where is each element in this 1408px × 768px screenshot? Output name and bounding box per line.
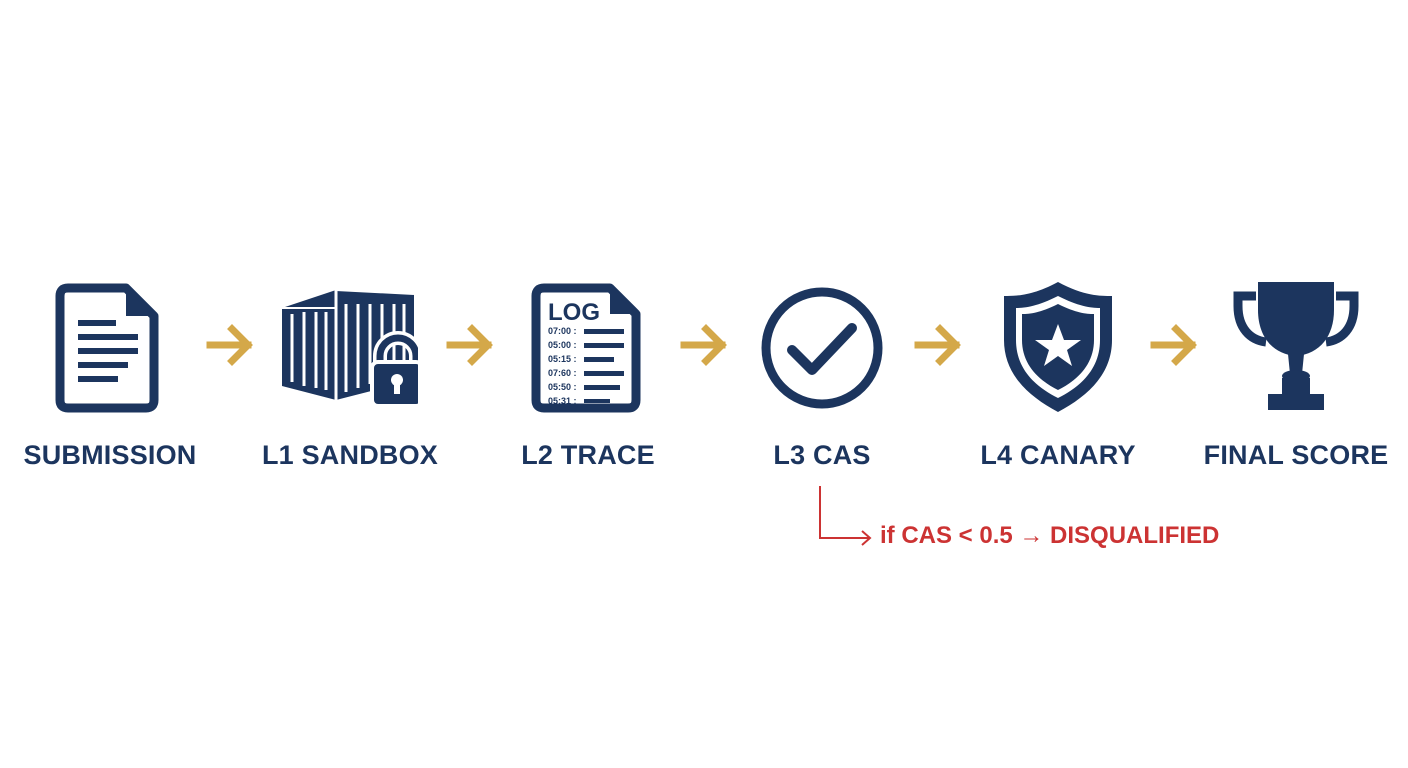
flow-arrow-3 xyxy=(680,322,730,368)
stage-label-final-score: FINAL SCORE xyxy=(1203,440,1389,470)
stage-label-l1-sandbox: L1 SANDBOX xyxy=(261,440,439,470)
log-entry-time: 05:31 : xyxy=(548,396,577,406)
log-entry-time: 05:15 : xyxy=(548,354,577,364)
log-entry-time: 05:50 : xyxy=(548,382,577,392)
log-entry-time: 05:00 : xyxy=(548,340,577,350)
log-entry-time: 07:00 : xyxy=(548,326,577,336)
stage-label-l2-trace: L2 TRACE xyxy=(521,440,655,470)
log-title: LOG xyxy=(548,299,600,326)
flow-arrow-2 xyxy=(446,322,496,368)
log-file-icon: LOG 07:00 : 05:00 : 05:15 : 07:60 : 05:5… xyxy=(528,278,668,418)
locked-container-icon xyxy=(278,278,418,418)
check-circle-icon xyxy=(752,278,892,418)
flow-arrow-1 xyxy=(206,322,256,368)
stage-label-l4-canary: L4 CANARY xyxy=(980,440,1136,470)
flow-arrow-4 xyxy=(914,322,964,368)
trophy-icon xyxy=(1226,278,1366,418)
branch-connector-icon xyxy=(816,486,876,548)
log-entry-time: 07:60 : xyxy=(548,368,577,378)
flow-arrow-5 xyxy=(1150,322,1200,368)
document-icon xyxy=(48,278,188,418)
shield-star-icon xyxy=(988,278,1128,418)
disqualification-rule: if CAS < 0.5 → DISQUALIFIED xyxy=(880,522,1220,549)
stage-label-submission: SUBMISSION xyxy=(23,440,197,470)
stage-label-l3-cas: L3 CAS xyxy=(773,440,871,470)
